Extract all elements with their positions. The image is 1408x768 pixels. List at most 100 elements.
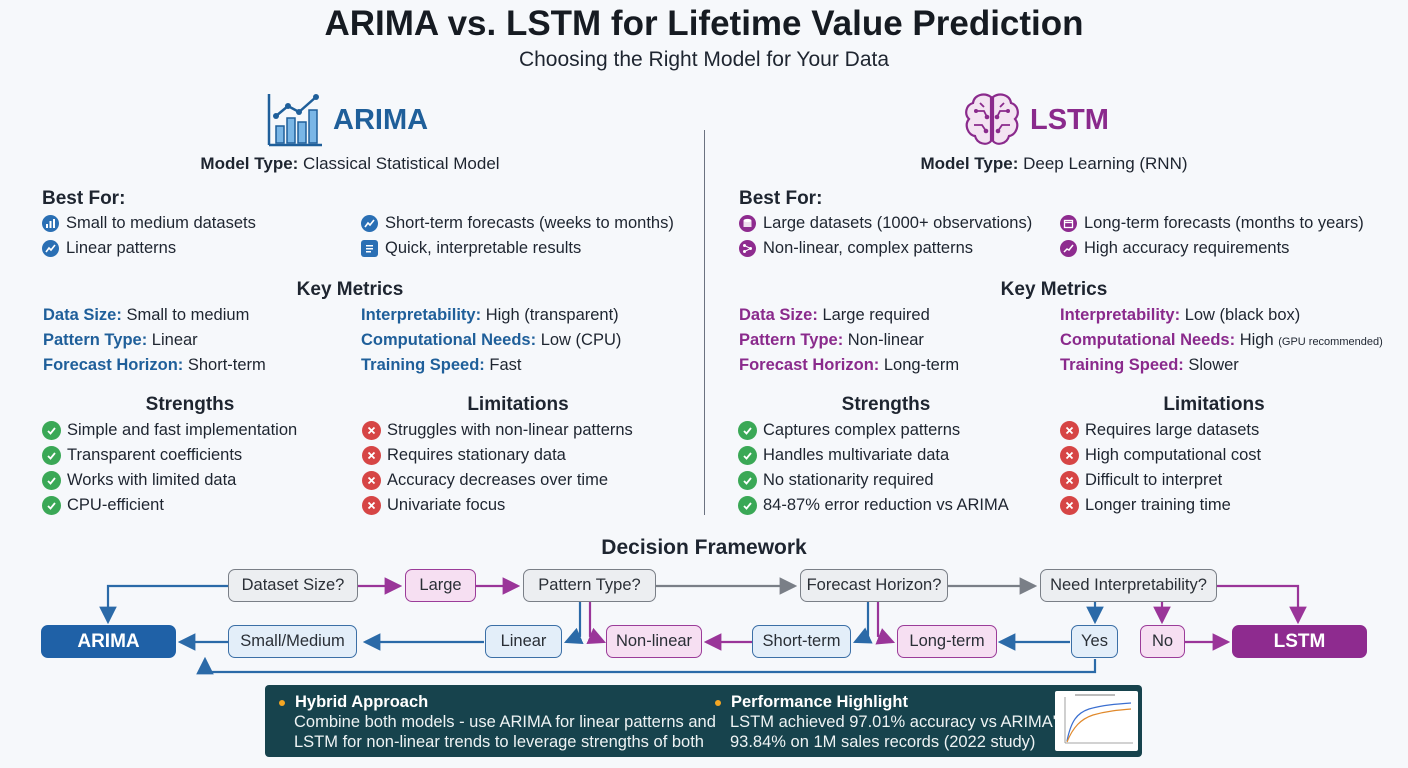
check-icon <box>42 421 61 440</box>
page-subtitle: Choosing the Right Model for Your Data <box>518 48 890 71</box>
lstm-metric: Computational Needs: High (GPU recommend… <box>1060 331 1383 349</box>
lstm-limitation-item: Requires large datasets <box>1060 421 1259 440</box>
page-title: ARIMA vs. LSTM for Lifetime Value Predic… <box>324 4 1084 43</box>
decision-flow-arrows <box>99 577 1307 675</box>
node-non-linear: Non-linear <box>606 625 702 658</box>
arima-metric: Training Speed: Fast <box>361 356 522 374</box>
lstm-limitation-item: High computational cost <box>1060 446 1261 465</box>
check-icon <box>738 496 757 515</box>
info-box: Hybrid Approach Combine both models - us… <box>265 685 1142 757</box>
lstm-best-for-item: High accuracy requirements <box>1060 239 1289 258</box>
node-pattern-type: Pattern Type? <box>523 569 656 602</box>
cross-icon <box>1060 421 1079 440</box>
arima-strength-item: Simple and fast implementation <box>42 421 297 440</box>
node-yes: Yes <box>1071 625 1118 658</box>
lstm-limitation-item: Longer training time <box>1060 496 1231 515</box>
node-small-medium: Small/Medium <box>228 625 357 658</box>
decision-framework-title: Decision Framework <box>601 536 807 559</box>
lstm-metric: Interpretability: Low (black box) <box>1060 306 1301 324</box>
lstm-metric: Data Size: Large required <box>739 306 930 324</box>
node-arima-result: ARIMA <box>41 625 176 658</box>
mini-line-chart-icon <box>1064 694 1133 744</box>
node-need-interpretability: Need Interpretability? <box>1040 569 1217 602</box>
node-short-term: Short-term <box>752 625 851 658</box>
lstm-metric: Forecast Horizon: Long-term <box>739 356 960 374</box>
arima-limitations-heading: Limitations <box>467 394 569 415</box>
cross-icon <box>362 446 381 465</box>
arima-limitation-item: Struggles with non-linear patterns <box>362 421 633 440</box>
node-no: No <box>1140 625 1185 658</box>
lstm-best-for-item: Large datasets (1000+ observations) <box>739 214 1032 233</box>
arima-strength-item: Transparent coefficients <box>42 446 242 465</box>
check-icon <box>42 471 61 490</box>
bullet-dot-icon <box>279 699 285 706</box>
lstm-strengths-heading: Strengths <box>841 394 931 415</box>
lstm-best-for-item: Long-term forecasts (months to years) <box>1060 214 1364 233</box>
arima-limitation-item: Requires stationary data <box>362 446 566 465</box>
database-icon <box>739 215 756 232</box>
arima-best-for-heading: Best For: <box>42 188 126 209</box>
calendar-icon <box>1060 215 1077 232</box>
lstm-best-for-heading: Best For: <box>739 188 823 209</box>
bar-line-chart-icon <box>267 94 322 147</box>
lstm-model-type: Model Type: Deep Learning (RNN) <box>920 154 1188 173</box>
lstm-metric: Pattern Type: Non-linear <box>739 331 924 349</box>
lstm-metric: Training Speed: Slower <box>1060 356 1239 374</box>
lstm-limitations-heading: Limitations <box>1163 394 1265 415</box>
lstm-strength-item: 84-87% error reduction vs ARIMA <box>738 496 1009 515</box>
lstm-panel: LSTM Model Type: Deep Learning (RNN) Bes… <box>704 88 1404 528</box>
arima-metric: Interpretability: High (transparent) <box>361 306 619 324</box>
arima-strengths-heading: Strengths <box>145 394 235 415</box>
arima-best-for-item: Short-term forecasts (weeks to months) <box>361 214 674 233</box>
lstm-strength-item: Handles multivariate data <box>738 446 949 465</box>
node-dataset-size: Dataset Size? <box>228 569 358 602</box>
lstm-strength-item: No stationarity required <box>738 471 934 490</box>
column-divider <box>704 130 705 515</box>
cross-icon <box>1060 471 1079 490</box>
document-icon <box>361 240 378 257</box>
arima-header: ARIMA <box>0 90 700 150</box>
accuracy-chart-icon <box>1060 240 1077 257</box>
arima-strength-item: CPU-efficient <box>42 496 164 515</box>
arima-key-metrics-heading: Key Metrics <box>296 279 404 300</box>
node-lstm-result: LSTM <box>1232 625 1367 658</box>
network-icon <box>739 240 756 257</box>
arima-limitation-item: Accuracy decreases over time <box>362 471 608 490</box>
bar-chart-icon <box>42 215 59 232</box>
arima-strength-item: Works with limited data <box>42 471 236 490</box>
brain-circuit-icon <box>965 93 1019 145</box>
trend-up-icon <box>361 215 378 232</box>
arima-metric: Computational Needs: Low (CPU) <box>361 331 622 349</box>
check-icon <box>42 446 61 465</box>
performance-heading: Performance Highlight <box>715 693 908 712</box>
arima-model-name: ARIMA <box>333 104 429 136</box>
cross-icon <box>1060 446 1079 465</box>
arima-metric: Data Size: Small to medium <box>43 306 250 324</box>
lstm-model-name: LSTM <box>1030 104 1109 136</box>
arima-metric: Forecast Horizon: Short-term <box>43 356 266 374</box>
node-linear: Linear <box>485 625 562 658</box>
cross-icon <box>362 471 381 490</box>
node-large: Large <box>405 569 476 602</box>
performance-chart-thumbnail <box>1055 691 1138 751</box>
cross-icon <box>362 421 381 440</box>
cross-icon <box>362 496 381 515</box>
arima-metric: Pattern Type: Linear <box>43 331 198 349</box>
check-icon <box>738 471 757 490</box>
arima-best-for-item: Small to medium datasets <box>42 214 256 233</box>
hybrid-text: Combine both models - use ARIMA for line… <box>294 713 716 751</box>
trend-line-icon <box>42 240 59 257</box>
lstm-key-metrics-heading: Key Metrics <box>1000 279 1108 300</box>
lstm-header: LSTM <box>704 90 1404 150</box>
check-icon <box>738 446 757 465</box>
lstm-strength-item: Captures complex patterns <box>738 421 960 440</box>
lstm-best-for-item: Non-linear, complex patterns <box>739 239 973 258</box>
lstm-limitation-item: Difficult to interpret <box>1060 471 1222 490</box>
check-icon <box>738 421 757 440</box>
arima-model-type: Model Type: Classical Statistical Model <box>200 154 500 173</box>
arima-best-for-item: Linear patterns <box>42 239 176 258</box>
arima-panel: ARIMA Model Type: Classical Statistical … <box>0 88 700 528</box>
arima-limitation-item: Univariate focus <box>362 496 505 515</box>
node-long-term: Long-term <box>897 625 997 658</box>
hybrid-heading: Hybrid Approach <box>279 693 428 712</box>
